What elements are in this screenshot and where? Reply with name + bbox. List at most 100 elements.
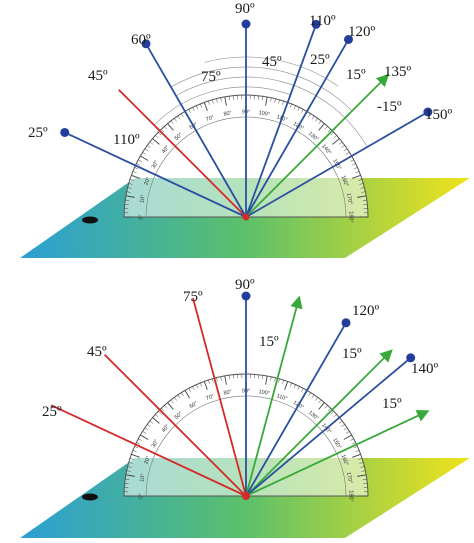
protractor-tick <box>192 386 195 391</box>
protractor-tick <box>220 376 222 381</box>
top-plate-hole <box>82 216 98 224</box>
protractor-tick <box>278 99 280 104</box>
protractor-tick <box>352 174 361 179</box>
protractor-tick-label: 10° <box>139 473 146 482</box>
protractor-tick <box>155 414 159 418</box>
protractor-tick <box>345 431 350 434</box>
protractor-tick-label: 160° <box>339 454 349 467</box>
protractor-tick <box>152 417 160 424</box>
protractor-tick <box>136 442 141 445</box>
ray-end-dot-140 <box>406 353 416 363</box>
top-origin <box>242 213 250 221</box>
protractor-tick <box>177 115 181 120</box>
protractor-tick <box>132 171 137 174</box>
label-45: 45º <box>87 344 107 360</box>
protractor-tick-label: 0° <box>138 214 144 219</box>
protractor-tick-label: 0° <box>138 493 144 498</box>
protractor-tick <box>149 141 154 145</box>
ray-120 <box>245 39 350 218</box>
bottom-plate-hole <box>82 493 98 501</box>
label-25: 25º <box>42 404 62 420</box>
protractor-tick-label: 170° <box>345 472 353 484</box>
ray-end-dot-25 <box>60 127 70 137</box>
protractor-tick-label: 80° <box>223 110 232 117</box>
protractor-tick <box>184 390 190 399</box>
protractor-tick <box>181 113 184 118</box>
protractor-tick <box>174 397 177 401</box>
protractor-tick <box>293 105 296 110</box>
protractor-tick <box>147 145 151 148</box>
protractor-tick <box>262 96 264 101</box>
protractor-tick-label: 30° <box>151 160 160 170</box>
label-90: 90º <box>235 1 255 17</box>
top-panel: 0°10°20°30°40°50°60°70°80°90°100°110°120… <box>20 1 470 258</box>
protractor-tick <box>200 103 203 108</box>
protractor-tick <box>327 408 331 412</box>
protractor-tick <box>357 474 367 477</box>
protractor-tick <box>315 118 318 122</box>
protractor-tick <box>308 392 311 397</box>
protractor-tick <box>174 118 177 122</box>
protractor-tick <box>333 414 337 418</box>
angle-75: 75º <box>201 69 221 85</box>
ray-end-dot-90 <box>241 291 251 301</box>
protractor-tick <box>358 179 363 181</box>
ray-25 <box>64 131 247 218</box>
protractor-tick-label: 50° <box>174 411 184 421</box>
protractor-tick <box>216 98 218 103</box>
protractor-tick <box>196 105 199 110</box>
protractor-tick <box>142 431 147 434</box>
protractor-tick-label: 20° <box>144 455 152 465</box>
protractor-tick-label: 40° <box>161 145 171 155</box>
angle-arc <box>170 66 353 112</box>
bottom-rays <box>50 291 430 500</box>
ray-150 <box>245 111 429 218</box>
protractor-tick-label: 60° <box>189 401 199 410</box>
protractor-tick <box>308 113 311 118</box>
protractor-tick-label: 100° <box>258 389 270 397</box>
protractor-tick <box>144 427 149 431</box>
protractor-tick <box>270 376 272 381</box>
angle-25: 25º <box>310 52 330 68</box>
protractor-tick <box>282 100 284 105</box>
protractor-tick <box>200 382 203 387</box>
protractor-tick-label: 40° <box>161 424 171 434</box>
protractor-tick <box>212 99 214 104</box>
protractor-tick <box>131 174 140 179</box>
angle-arc <box>175 76 368 148</box>
protractor-tick <box>224 96 227 106</box>
ray-end-dot-90 <box>241 19 251 29</box>
angle-minus-15: -15º <box>377 99 402 115</box>
protractor-tick <box>125 195 135 198</box>
top-rays <box>60 19 433 221</box>
protractor-tick <box>149 420 154 424</box>
protractor-tick <box>282 379 284 384</box>
protractor-tick <box>293 384 296 389</box>
protractor-tick <box>318 402 325 410</box>
label-140: 140º <box>411 361 439 377</box>
protractor-tick <box>129 458 134 460</box>
protractor-tick-label: 160° <box>339 175 349 188</box>
angle-15-a: 15º <box>259 334 279 350</box>
angle-15: 15º <box>346 67 366 83</box>
protractor-tick <box>330 132 334 136</box>
protractor-tick <box>224 375 227 385</box>
protractor-tick <box>318 399 322 404</box>
angle-45: 45º <box>262 54 282 70</box>
protractor-tick <box>265 375 268 385</box>
label-150: 150º <box>425 107 453 123</box>
protractor-tick <box>128 183 133 185</box>
protractor-tick <box>170 120 174 125</box>
protractor-tick <box>318 123 325 131</box>
protractor-tick <box>343 434 352 440</box>
protractor-tick <box>140 434 149 440</box>
angle-15-b: 15º <box>342 346 362 362</box>
protractor-tick <box>131 453 140 458</box>
protractor-tick-label: 180° <box>348 490 354 501</box>
protractor-tick <box>324 405 328 409</box>
protractor-tick <box>167 402 174 410</box>
angle-arc <box>204 56 338 87</box>
protractor-tick <box>134 167 139 170</box>
protractor-tick <box>158 411 162 415</box>
